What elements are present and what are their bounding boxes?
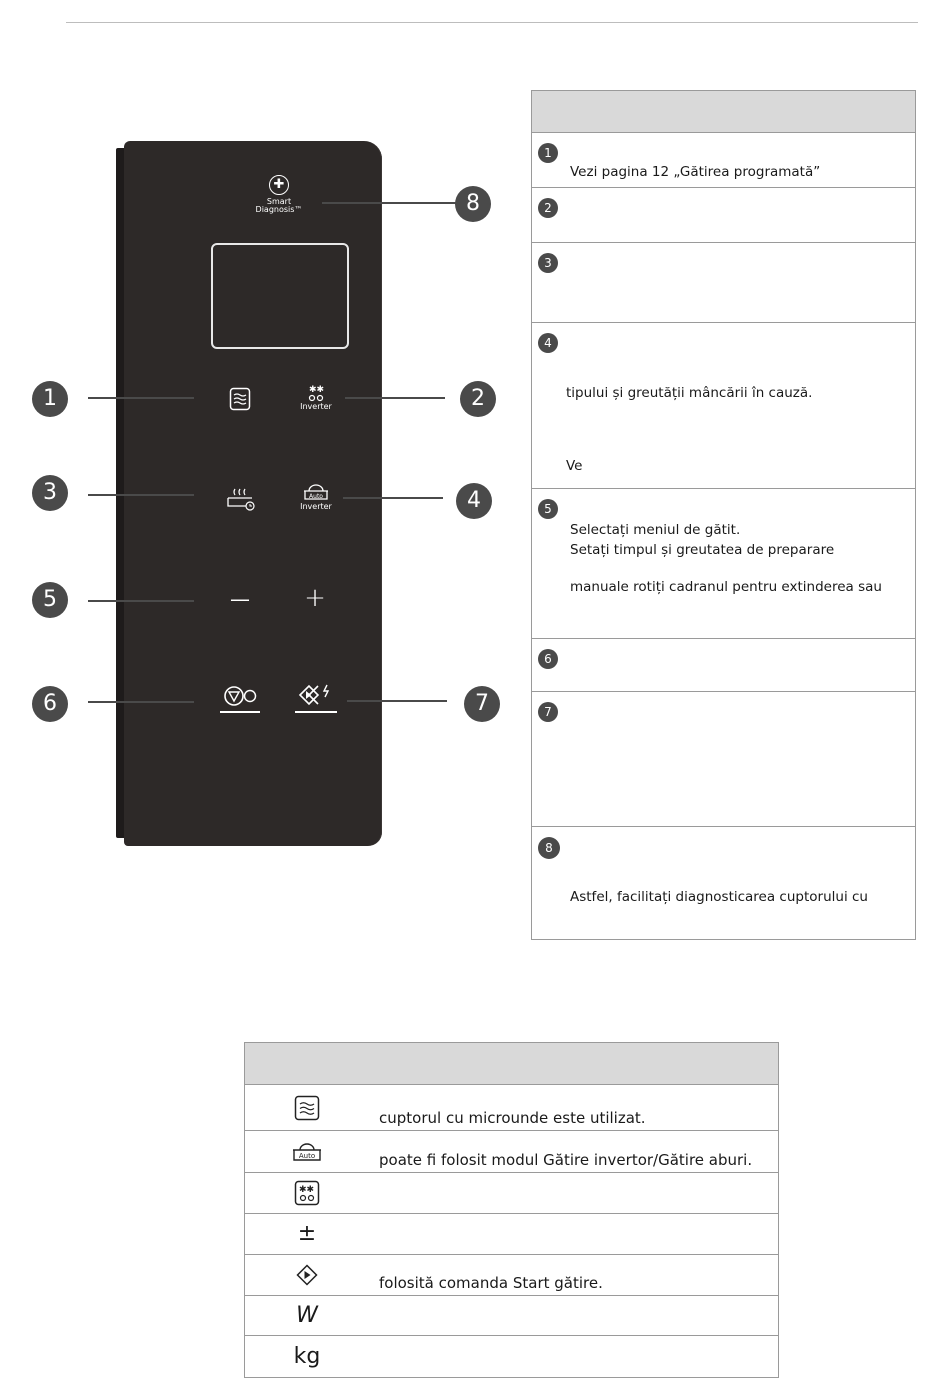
svg-text:Auto: Auto [299, 1152, 315, 1160]
table-row: kg [245, 1336, 778, 1377]
svg-text:✱✱: ✱✱ [299, 1185, 314, 1195]
table-row: 2 [532, 188, 915, 243]
table-row: cuptorul cu microunde este utilizat. [245, 1085, 778, 1131]
table-row: 5 Selectați meniul de gătit. Setați timp… [532, 489, 915, 639]
start-icon [298, 684, 330, 706]
row-number: 7 [538, 702, 558, 722]
table-row: 6 [532, 639, 915, 692]
stop-underline [220, 711, 260, 713]
microwave-button[interactable] [227, 387, 253, 411]
steam-timer-icon [227, 488, 255, 511]
inverter-label: Inverter [300, 402, 332, 411]
row-number: 1 [538, 143, 558, 163]
table-row: 1 Vezi pagina 12 „Gătirea programată” [532, 133, 915, 188]
stop-clear-button[interactable] [220, 684, 260, 708]
svg-text:✱✱: ✱✱ [309, 385, 324, 395]
start-button[interactable] [295, 682, 337, 708]
controls-description-table: 1 Vezi pagina 12 „Gătirea programată” 2 … [531, 90, 916, 940]
row-text: Vezi pagina 12 „Gătirea programată” [570, 164, 821, 180]
callout-6: 6 [32, 686, 68, 722]
display-screen [211, 243, 349, 349]
table-row: folosită comanda Start gătire. [245, 1255, 778, 1296]
smart-diagnosis-label-1: Smart [266, 197, 292, 206]
row-text: manuale rotiți cadranul pentru extindere… [570, 579, 882, 595]
callout-4: 4 [456, 483, 492, 519]
callout-7: 7 [464, 686, 500, 722]
microwave-icon [229, 387, 251, 411]
leader-line-6 [88, 701, 194, 703]
row-text: Selectați meniul de gătit. [570, 522, 741, 538]
plus-button[interactable]: + [304, 583, 326, 613]
row-text: Astfel, facilitați diagnosticarea cuptor… [570, 889, 868, 905]
start-underline [295, 711, 337, 713]
row-number: 2 [538, 198, 558, 218]
kg-symbol: kg [293, 1343, 321, 1369]
leader-line-7 [347, 700, 447, 702]
inverter-label: Inverter [300, 502, 332, 511]
auto-cook-icon: Auto [304, 484, 328, 500]
table-header [532, 91, 915, 133]
row-text: Ve [566, 458, 583, 474]
stop-icon [224, 686, 257, 706]
row-number: 5 [538, 499, 558, 519]
row-text: tipului și greutății mâncării în cauză. [566, 385, 813, 401]
table-row: ± [245, 1214, 778, 1255]
table-row: ✱✱ [245, 1173, 778, 1214]
callout-3: 3 [32, 475, 68, 511]
row-text: cuptorul cu microunde este utilizat. [379, 1109, 646, 1127]
leader-line-4 [343, 497, 443, 499]
table-row: 8 Astfel, facilitați diagnosticarea cupt… [532, 827, 915, 939]
table-row: W [245, 1296, 778, 1336]
leader-line-2 [345, 397, 445, 399]
callout-1: 1 [32, 381, 68, 417]
smart-diagnosis-icon: ✚ [269, 175, 289, 195]
display-symbols-table: cuptorul cu microunde este utilizat. Aut… [244, 1042, 779, 1378]
row-number: 4 [538, 333, 558, 353]
svg-text:Auto: Auto [309, 493, 323, 500]
table-row: 7 [532, 692, 915, 827]
table-row: 3 [532, 243, 915, 323]
callout-8: 8 [455, 186, 491, 222]
leader-line-3 [88, 494, 194, 496]
auto-inverter-button[interactable]: Auto Inverter [296, 482, 336, 511]
row-number: 3 [538, 253, 558, 273]
top-rule [66, 22, 918, 23]
defrost-icon: ✱✱ [308, 385, 324, 402]
control-panel: ✚ Smart Diagnosis™ ✱✱ Inverter [124, 141, 382, 846]
auto-cook-icon: Auto [290, 1140, 324, 1164]
minus-button[interactable]: — [230, 587, 250, 611]
row-number: 8 [538, 837, 560, 859]
smart-diagnosis-label-2: Diagnosis™ [255, 205, 303, 214]
timer-cook-button[interactable] [224, 486, 258, 512]
table-header [245, 1043, 778, 1085]
defrost-icon: ✱✱ [290, 1180, 324, 1206]
table-row: 4 tipului și greutății mâncării în cauză… [532, 323, 915, 489]
table-row: Auto poate fi folosit modul Gătire inver… [245, 1131, 778, 1173]
row-text: Setați timpul și greutatea de preparare [570, 542, 835, 558]
leader-line-5 [88, 600, 194, 602]
watt-symbol: W [296, 1302, 318, 1328]
callout-5: 5 [32, 582, 68, 618]
inverter-defrost-button[interactable]: ✱✱ Inverter [296, 384, 336, 411]
row-text: poate fi folosit modul Gătire invertor/G… [379, 1151, 753, 1169]
row-number: 6 [538, 649, 558, 669]
microwave-icon [290, 1095, 324, 1121]
callout-2: 2 [460, 381, 496, 417]
leader-line-8 [322, 202, 456, 204]
row-text: folosită comanda Start gătire. [379, 1274, 603, 1292]
start-icon [290, 1264, 324, 1286]
plus-minus-icon: ± [297, 1221, 317, 1246]
smart-diagnosis-button[interactable]: ✚ Smart Diagnosis™ [249, 175, 309, 214]
leader-line-1 [88, 397, 194, 399]
